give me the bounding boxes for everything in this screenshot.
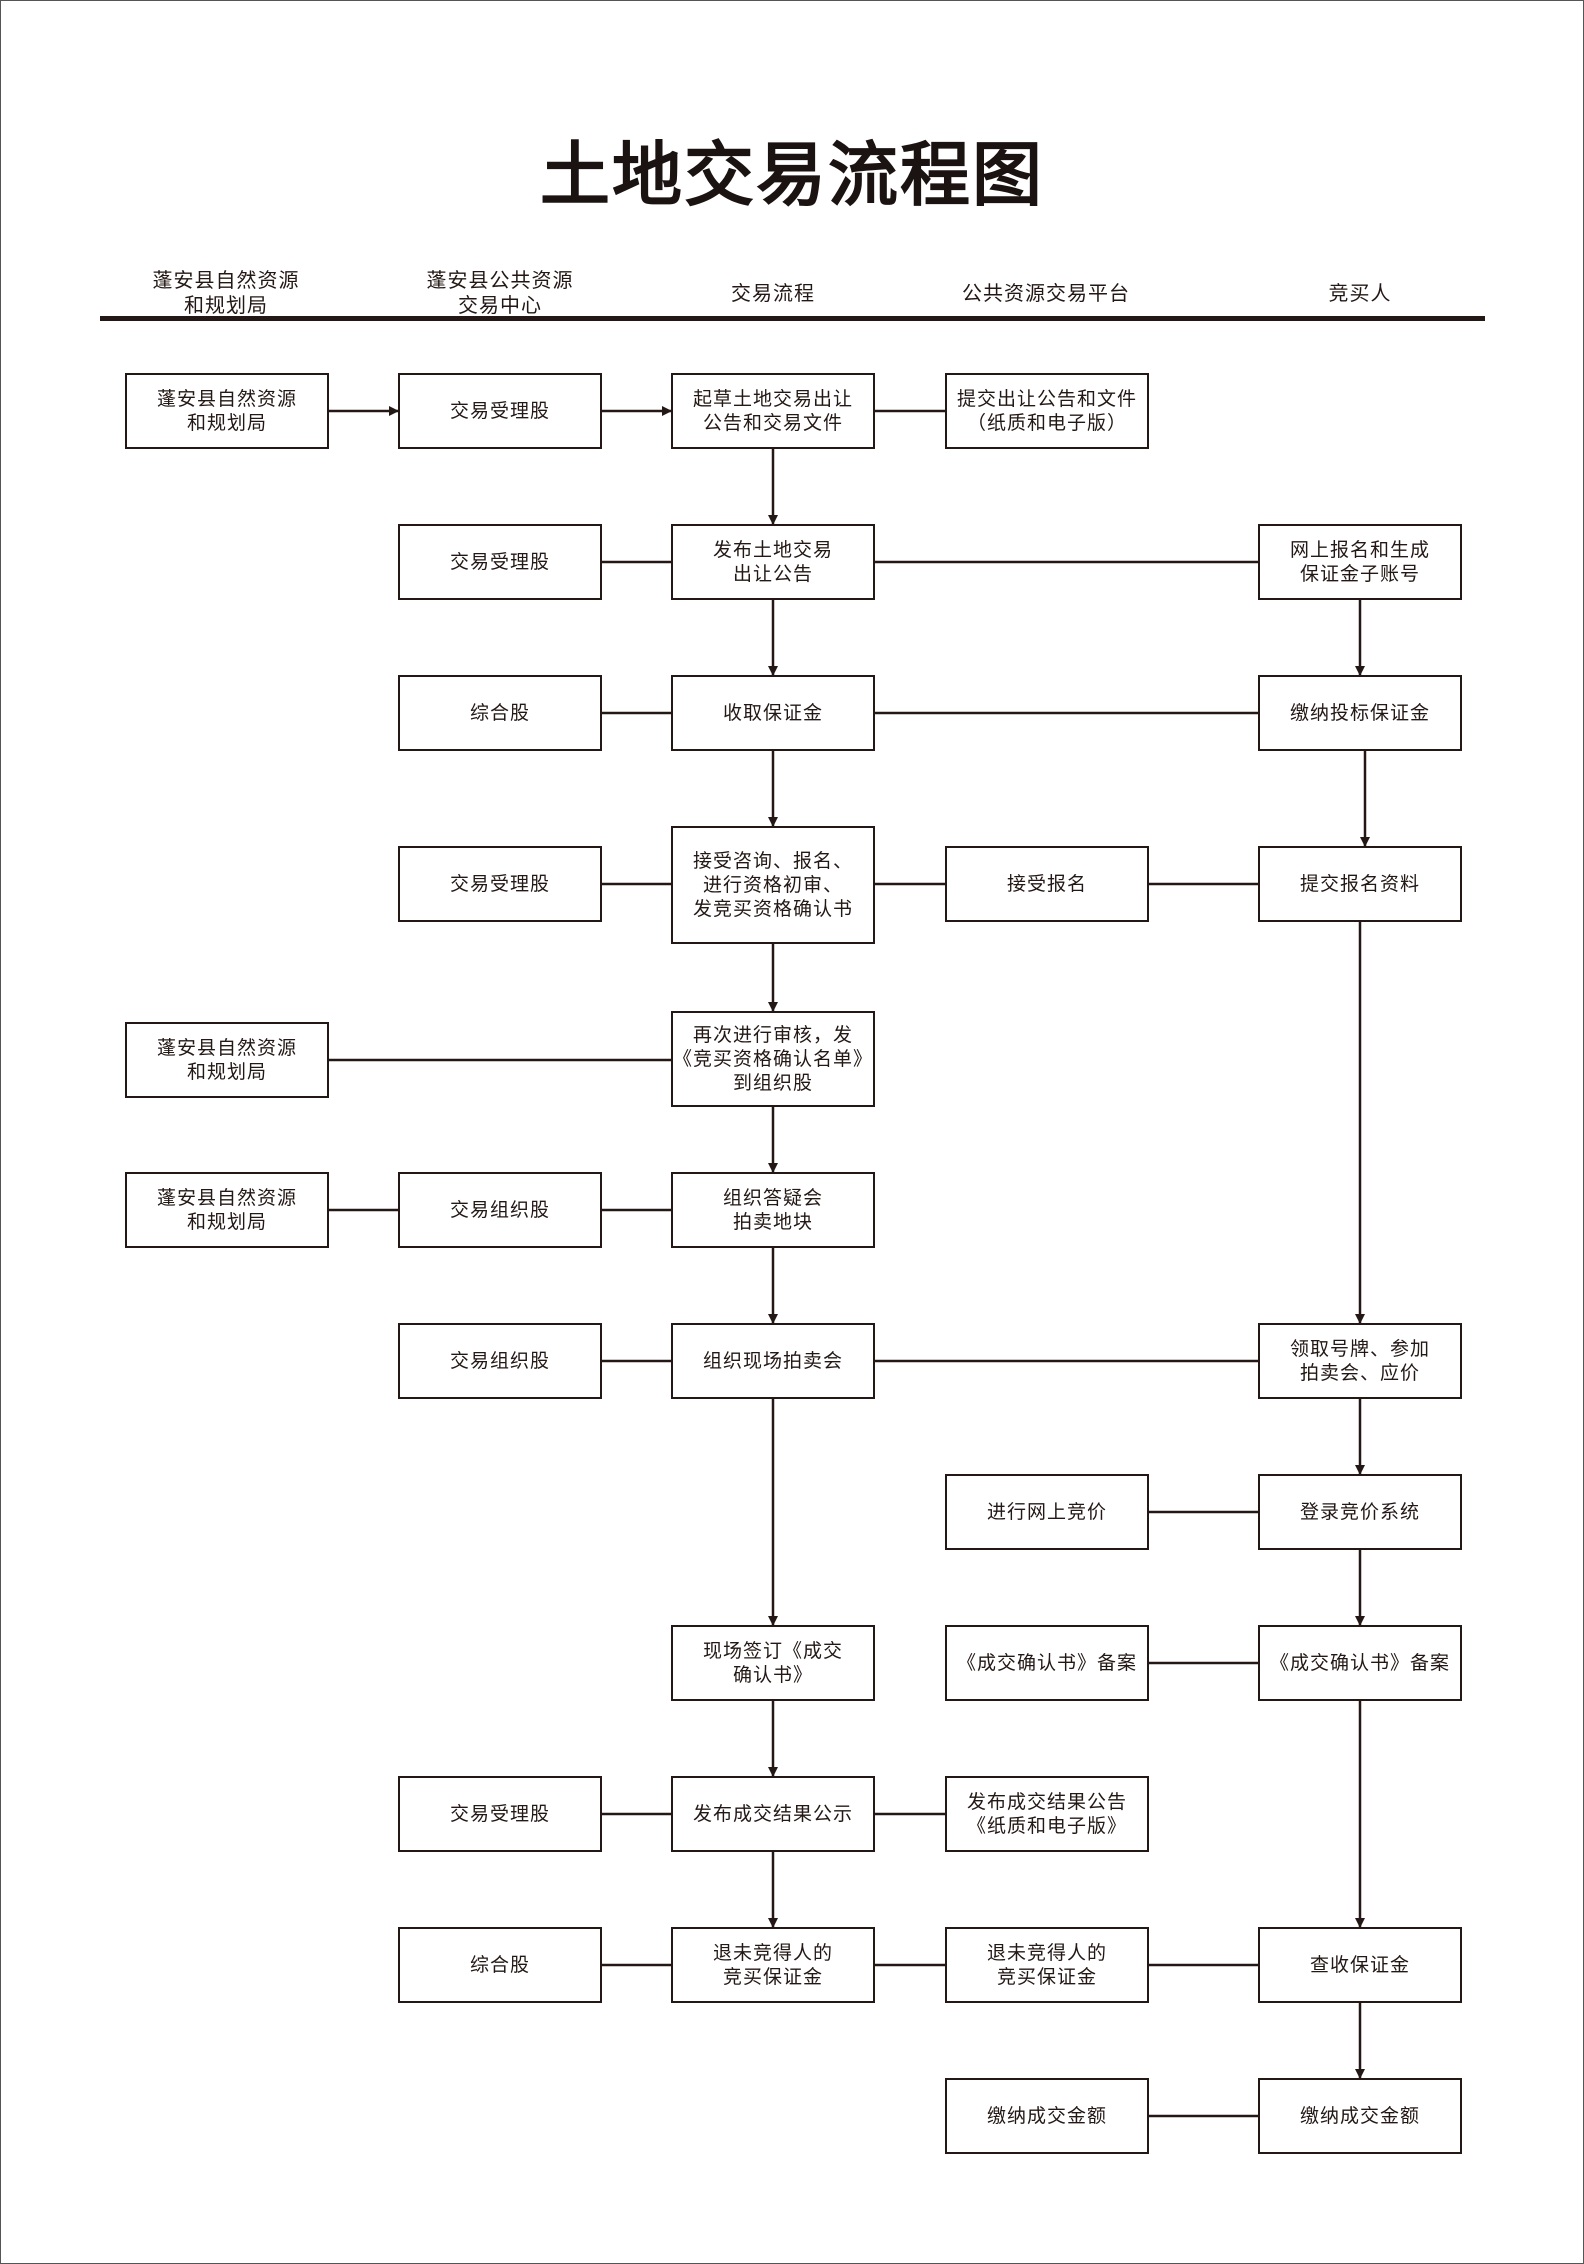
node-organization-section-2: 交易组织股	[398, 1323, 602, 1399]
node-platform-refund-deposit: 退未竞得人的 竞买保证金	[945, 1927, 1149, 2003]
node-acceptance-section-1: 交易受理股	[398, 373, 602, 449]
node-consultation-review: 接受咨询、报名、 进行资格初审、 发竞买资格确认书	[671, 826, 875, 944]
node-acceptance-section-2: 交易受理股	[398, 524, 602, 600]
node-acceptance-section-3: 交易受理股	[398, 846, 602, 922]
node-bidder-confirmation-filing: 《成交确认书》备案	[1258, 1625, 1462, 1701]
node-general-section-2: 综合股	[398, 1927, 602, 2003]
node-attend-auction: 领取号牌、参加 拍卖会、应价	[1258, 1323, 1462, 1399]
node-organization-section-1: 交易组织股	[398, 1172, 602, 1248]
node-publish-result: 发布成交结果公示	[671, 1776, 875, 1852]
column-header-bidder: 竞买人	[1328, 280, 1392, 305]
node-refund-deposit: 退未竞得人的 竞买保证金	[671, 1927, 875, 2003]
node-pay-bid-deposit: 缴纳投标保证金	[1258, 675, 1462, 751]
node-platform-confirmation-filing: 《成交确认书》备案	[945, 1625, 1149, 1701]
node-submit-registration-docs: 提交报名资料	[1258, 846, 1462, 922]
node-acceptance-section-4: 交易受理股	[398, 1776, 602, 1852]
column-header-trading-process: 交易流程	[731, 280, 815, 305]
node-publish-announcement: 发布土地交易 出让公告	[671, 524, 875, 600]
node-draft-announcement: 起草土地交易出让 公告和交易文件	[671, 373, 875, 449]
node-check-deposit: 查收保证金	[1258, 1927, 1462, 2003]
node-accept-registration: 接受报名	[945, 846, 1149, 922]
node-login-bidding-system: 登录竞价系统	[1258, 1474, 1462, 1550]
node-publish-result-announcement: 发布成交结果公告 《纸质和电子版》	[945, 1776, 1149, 1852]
node-platform-pay-amount: 缴纳成交金额	[945, 2078, 1149, 2154]
node-planning-bureau-1: 蓬安县自然资源 和规划局	[125, 373, 329, 449]
node-second-review: 再次进行审核，发 《竞买资格确认名单》 到组织股	[671, 1011, 875, 1107]
node-online-bidding: 进行网上竞价	[945, 1474, 1149, 1550]
node-onsite-auction: 组织现场拍卖会	[671, 1323, 875, 1399]
page-title: 土地交易流程图	[540, 134, 1044, 216]
node-general-section-1: 综合股	[398, 675, 602, 751]
column-header-trading-platform: 公共资源交易平台	[962, 280, 1130, 305]
node-submit-announcement: 提交出让公告和文件 （纸质和电子版）	[945, 373, 1149, 449]
node-collect-deposit: 收取保证金	[671, 675, 875, 751]
header-divider	[100, 316, 1485, 321]
node-bidder-pay-amount: 缴纳成交金额	[1258, 2078, 1462, 2154]
column-header-trading-center: 蓬安县公共资源 交易中心	[426, 268, 574, 317]
column-header-planning-bureau: 蓬安县自然资源 和规划局	[152, 268, 300, 317]
node-planning-bureau-2: 蓬安县自然资源 和规划局	[125, 1022, 329, 1098]
node-online-registration: 网上报名和生成 保证金子账号	[1258, 524, 1462, 600]
node-qa-session: 组织答疑会 拍卖地块	[671, 1172, 875, 1248]
node-planning-bureau-3: 蓬安县自然资源 和规划局	[125, 1172, 329, 1248]
node-sign-confirmation: 现场签订《成交 确认书》	[671, 1625, 875, 1701]
